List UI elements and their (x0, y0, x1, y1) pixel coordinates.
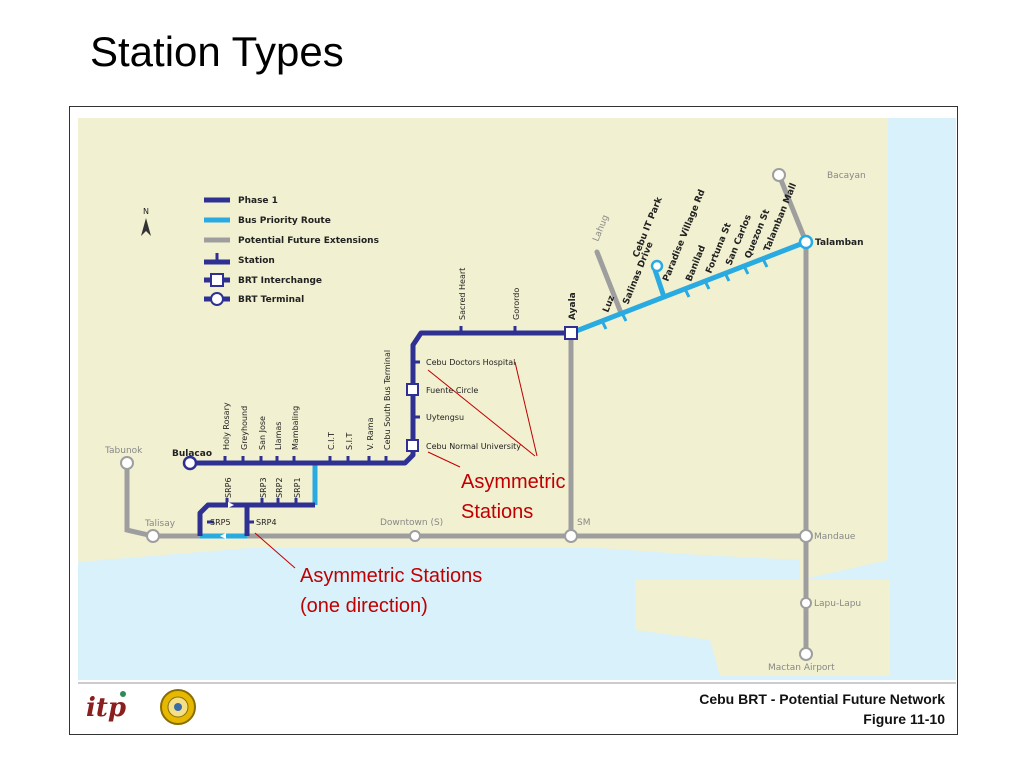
annotation-one-direction-line2: (one direction) (300, 595, 428, 617)
label-v-rama: V. Rama (366, 417, 375, 450)
future-lahug-line (594, 249, 624, 316)
it-park-spur (652, 269, 667, 298)
label-mactan: Mactan Airport (768, 663, 835, 673)
legend-terminal: BRT Terminal (238, 295, 304, 305)
label-gorordo: Gorordo (512, 288, 521, 320)
label-bacayan: Bacayan (827, 171, 866, 181)
pointer-cebu-doctors (427, 369, 536, 457)
legend-station: Station (238, 256, 275, 266)
label-bulacao: Bulacao (172, 449, 212, 459)
label-cnu: Cebu Normal University (426, 442, 521, 451)
north-station-ticks (600, 258, 769, 330)
tick-san-carlos (723, 272, 731, 282)
label-cebu-south: Cebu South Bus Terminal (383, 350, 392, 450)
label-fuente: Fuente Circle (426, 386, 478, 395)
annotation-one-direction-line1: Asymmetric Stations (300, 565, 482, 587)
legend: Phase 1 Bus Priority Route Potential Fut… (204, 196, 379, 306)
legend-future: Potential Future Extensions (238, 236, 379, 246)
city-seal-icon (160, 689, 196, 725)
itp-logo-text: itp (86, 693, 126, 723)
pointer-cnu (427, 451, 461, 468)
future-stations (120, 168, 813, 661)
srp-arrow-east-icon (228, 502, 234, 508)
annotation-asymmetric-line1: Asymmetric (461, 471, 565, 493)
label-srp6: SRP6 (224, 477, 233, 498)
label-talamban: Talamban (815, 238, 864, 248)
label-san-jose: San Jose (258, 416, 267, 450)
srp-arrow-west-icon (220, 533, 226, 539)
annotation-asymmetric-line2: Stations (461, 501, 533, 523)
label-greyhound: Greyhound (240, 406, 249, 450)
label-llamas: Llamas (274, 422, 283, 450)
water-east (800, 118, 956, 680)
label-talisay: Talisay (144, 519, 176, 529)
station-sm (564, 529, 578, 543)
legend-terminal-icon (210, 292, 224, 306)
station-mandaue (799, 529, 813, 543)
label-mandaue: Mandaue (814, 532, 856, 542)
label-srp1: SRP1 (293, 477, 302, 498)
footer-figure: Figure 11-10 (863, 711, 945, 727)
station-ticks (207, 326, 517, 524)
future-bacayan-line (776, 172, 809, 245)
terminal-it-park (650, 259, 664, 273)
annotation-pointers (254, 361, 538, 569)
label-tabunok: Tabunok (104, 446, 143, 456)
legend-phase1: Phase 1 (238, 196, 278, 206)
station-bacayan (772, 168, 786, 182)
label-cit: C.I.T (327, 432, 336, 450)
itp-logo: itp (86, 691, 126, 723)
tick-fortuna (703, 280, 711, 290)
label-srp2: SRP2 (275, 477, 284, 498)
label-cebu-doctors: Cebu Doctors Hospital (426, 358, 515, 367)
station-tabunok (120, 456, 134, 470)
water-south (78, 548, 800, 680)
station-lapu-lapu (800, 597, 812, 609)
north-label: N (143, 207, 149, 216)
station-downtown (409, 530, 421, 542)
itp-logo-dot (120, 691, 126, 697)
slide-title: Station Types (90, 28, 344, 75)
label-srp3: SRP3 (259, 477, 268, 498)
legend-bus-priority: Bus Priority Route (238, 216, 331, 226)
label-downtown: Downtown (S) (380, 518, 443, 528)
label-sacred-heart: Sacred Heart (458, 268, 467, 320)
label-srp5: SRP5 (210, 518, 231, 527)
label-sm: SM (577, 518, 590, 528)
pointer-srp4 (254, 532, 296, 569)
tick-quezon (742, 265, 750, 275)
terminal-talamban (798, 234, 814, 250)
footer-title: Cebu BRT - Potential Future Network (699, 691, 945, 707)
tick-talamban-mall (761, 258, 769, 268)
bus-priority-route (200, 239, 807, 539)
label-mambaling: Mambaling (291, 406, 300, 450)
north-arrow-icon (141, 218, 151, 236)
terminal-bulacao (182, 455, 198, 471)
label-uytengsu: Uytengsu (426, 413, 464, 422)
label-ayala: Ayala (568, 292, 578, 320)
label-sit: S.I.T (345, 432, 354, 450)
interchanges (406, 326, 578, 452)
legend-interchange-icon (210, 273, 224, 287)
label-holy-rosary: Holy Rosary (222, 402, 231, 450)
interchange-fuente (406, 383, 419, 396)
bus-priority-north (570, 239, 807, 336)
label-lapu-lapu: Lapu-Lapu (814, 599, 861, 609)
pointer-gorordo (514, 361, 538, 457)
interchange-ayala (564, 326, 578, 340)
tick-salinas (620, 312, 628, 322)
seal-center (174, 703, 182, 711)
mactan-island (635, 580, 890, 676)
legend-interchange: BRT Interchange (238, 276, 322, 286)
station-mactan (799, 647, 813, 661)
station-talisay (146, 529, 160, 543)
label-srp4: SRP4 (256, 518, 277, 527)
interchange-cnu (406, 439, 419, 452)
tick-luz (600, 320, 608, 330)
tick-banilad (683, 288, 691, 298)
